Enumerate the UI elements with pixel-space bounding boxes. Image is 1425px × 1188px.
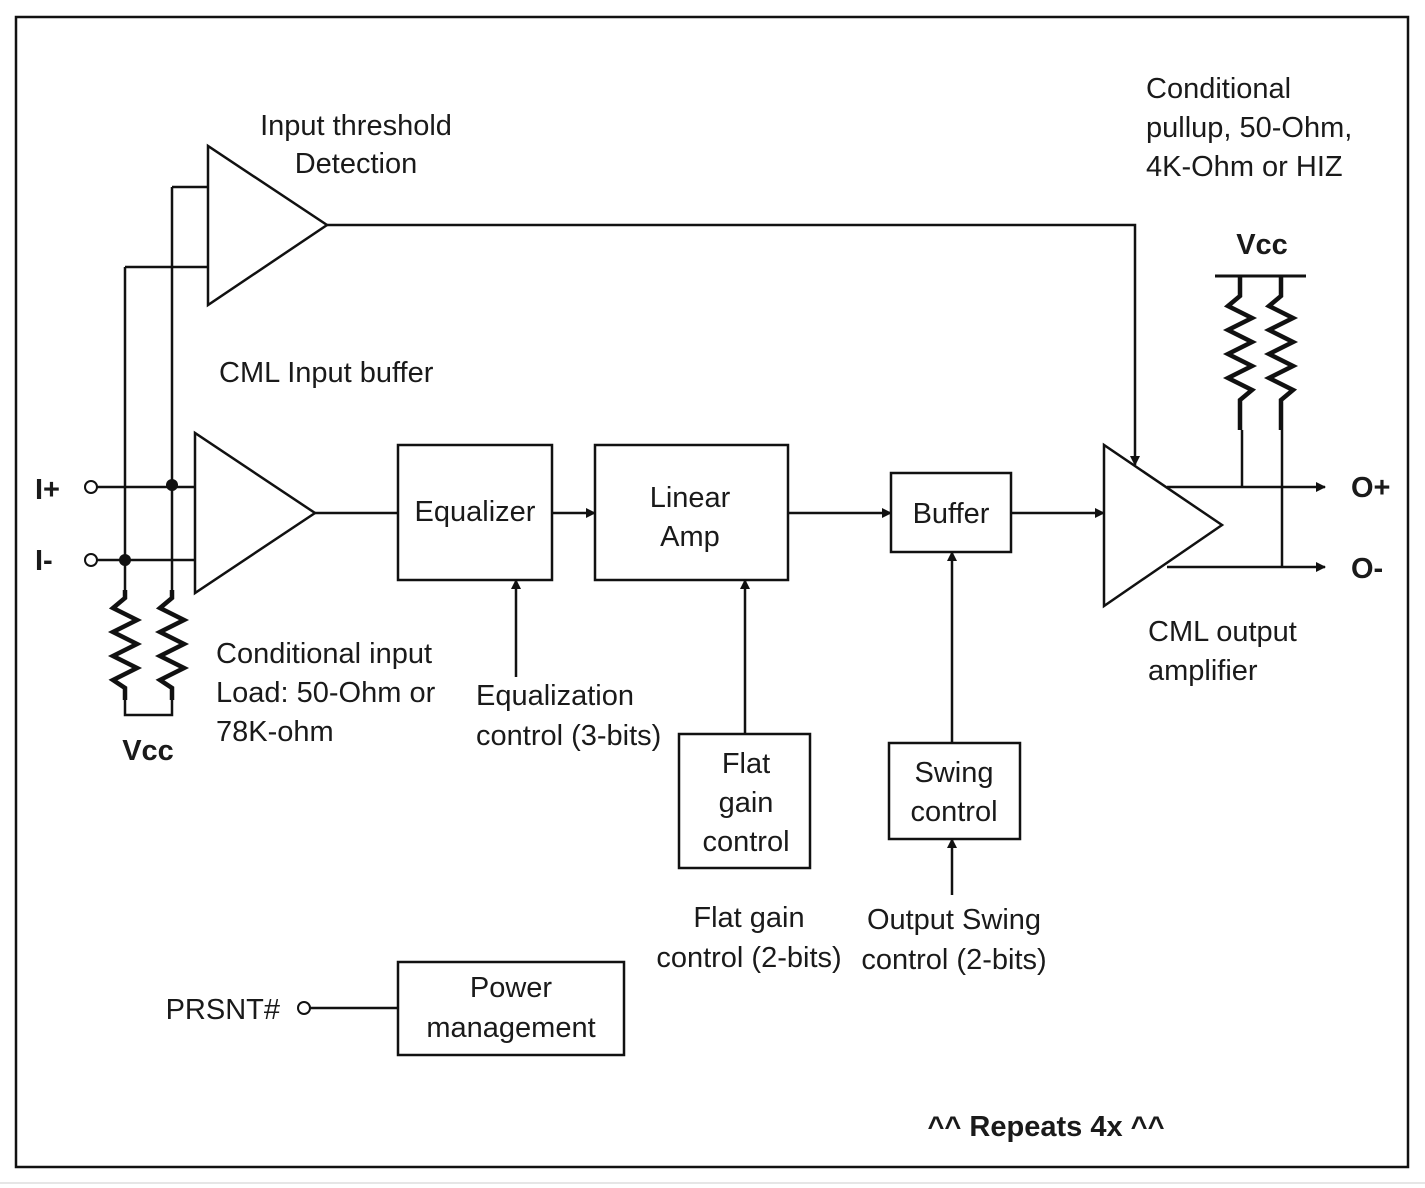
- wire-threshold-to-output-amp: [327, 223, 1140, 466]
- flat-gain-label-line2: gain: [719, 787, 774, 819]
- label-output-amp-line1: CML output: [1148, 616, 1297, 648]
- flat-gain-label-line3: control: [702, 826, 789, 858]
- label-output-amp-line2: amplifier: [1148, 655, 1258, 687]
- label-vcc-top: Vcc: [1236, 229, 1288, 261]
- label-pullup-line2: pullup, 50-Ohm,: [1146, 112, 1352, 144]
- label-swing-bits-line2: control (2-bits): [861, 944, 1046, 976]
- label-threshold-line2: Detection: [295, 148, 418, 180]
- equalizer-block: [396, 443, 554, 582]
- linear-amp-label-line1: Linear: [650, 482, 731, 514]
- label-eq-control-line1: Equalization: [476, 680, 634, 712]
- label-ominus: O-: [1351, 553, 1383, 585]
- terminal-prsnt: [297, 1001, 311, 1015]
- cml-output-amplifier: [1102, 442, 1225, 609]
- label-eq-control-line2: control (3-bits): [476, 720, 661, 752]
- label-flat-gain-bits-line2: control (2-bits): [656, 942, 841, 974]
- label-oplus: O+: [1351, 472, 1391, 504]
- label-threshold-line1: Input threshold: [260, 110, 452, 142]
- label-iminus: I-: [35, 545, 53, 577]
- terminal-iminus: [84, 553, 98, 567]
- cml-input-buffer: [193, 430, 318, 596]
- buffer-block: [889, 471, 1013, 554]
- terminal-iplus: [84, 480, 98, 494]
- label-swing-bits-line1: Output Swing: [867, 904, 1041, 936]
- label-vcc-bottom: Vcc: [122, 735, 174, 767]
- label-pullup-line3: 4K-Ohm or HIZ: [1146, 151, 1343, 183]
- output-pullup-resistor-1: [1222, 276, 1258, 430]
- junction-iplus: [166, 479, 178, 491]
- flat-gain-control-block: [677, 732, 812, 870]
- swing-control-label-line2: control: [910, 796, 997, 828]
- power-management-label-line2: management: [426, 1012, 595, 1044]
- power-management-label-line1: Power: [470, 972, 553, 1004]
- input-load-resistor-1: [107, 590, 143, 700]
- diagram-frame: [14, 15, 1410, 1169]
- swing-control-label-line1: Swing: [915, 757, 994, 789]
- label-input-load-line1: Conditional input: [216, 638, 432, 670]
- label-input-load-line3: 78K-ohm: [216, 716, 334, 748]
- label-cml-input-buffer: CML Input buffer: [219, 357, 434, 389]
- power-management-block: [396, 960, 626, 1057]
- threshold-detector-amp: [206, 143, 330, 308]
- equalizer-label: Equalizer: [415, 496, 536, 528]
- buffer-label: Buffer: [913, 498, 990, 530]
- flat-gain-label-line1: Flat: [722, 748, 770, 780]
- label-repeats: ^^ Repeats 4x ^^: [928, 1111, 1165, 1143]
- label-pullup-line1: Conditional: [1146, 73, 1291, 105]
- label-iplus: I+: [35, 474, 60, 506]
- label-input-load-line2: Load: 50-Ohm or: [216, 677, 436, 709]
- linear-amp-block: [593, 443, 790, 582]
- junction-iminus: [119, 554, 131, 566]
- label-prsnt: PRSNT#: [166, 994, 280, 1026]
- input-load-resistor-2: [154, 590, 190, 700]
- output-pullup-resistor-2: [1263, 276, 1299, 430]
- linear-amp-label-line2: Amp: [660, 521, 720, 553]
- wire-input-load-vcc: [123, 700, 174, 717]
- label-flat-gain-bits-line1: Flat gain: [693, 902, 804, 934]
